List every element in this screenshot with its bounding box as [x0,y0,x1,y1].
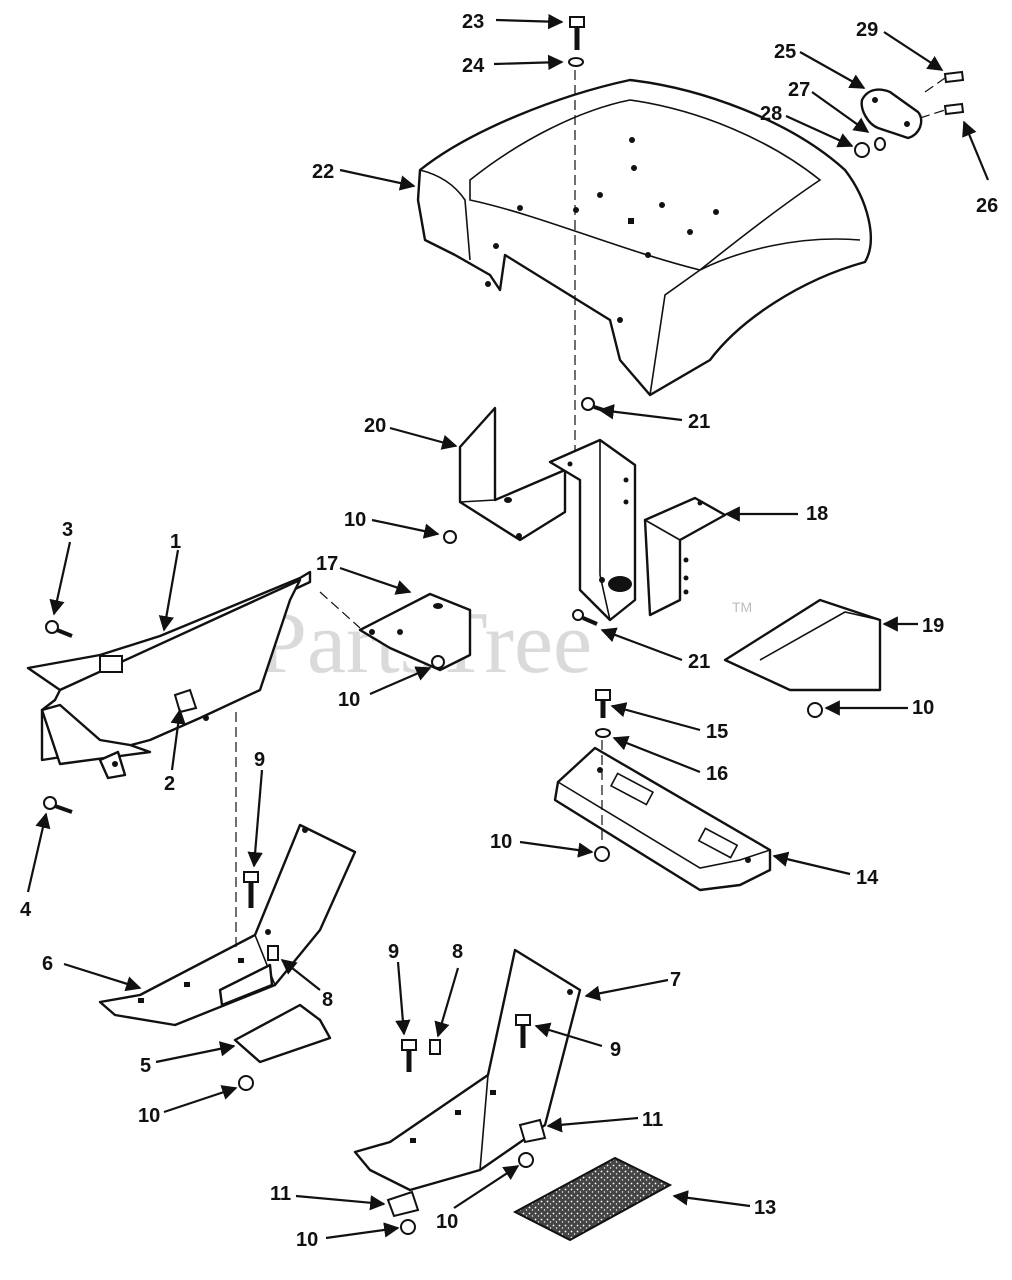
washer-27 [874,137,886,151]
part-7-footrest [353,948,582,1192]
callout-16: 16 [706,763,728,785]
callout-9-right: 9 [610,1039,621,1061]
bolt-29 [943,70,965,84]
callout-5: 5 [140,1055,151,1077]
nut-10-right [807,702,823,718]
watermark-tm: TM [732,599,752,615]
nut-10-mid [431,655,445,669]
callout-20: 20 [364,415,386,437]
callout-3: 3 [62,519,73,541]
bolt-21-lower [572,609,598,626]
callout-10-upper: 10 [344,509,366,531]
part-22-seat-pan [416,78,872,397]
part-center-bracket [548,438,637,622]
callout-10-right: 10 [912,697,934,719]
part-17-bracket [358,592,472,672]
callout-10-rail: 10 [490,831,512,853]
callout-15: 15 [706,721,728,743]
callout-26: 26 [976,195,998,217]
callout-10-foot-right: 10 [436,1211,458,1233]
callout-13: 13 [754,1197,776,1219]
guide-line [919,109,946,119]
callout-6: 6 [42,953,53,975]
callout-10-left: 10 [138,1105,160,1127]
part-14-rail [553,746,772,892]
bolt-9-left [243,871,259,908]
part-20-bracket [458,406,567,542]
callout-22: 22 [312,161,334,183]
bolt-9-right [515,1014,531,1048]
nut-10-left [238,1075,254,1091]
bolt-23 [569,16,585,50]
callout-labels: 23 24 29 25 27 28 26 22 21 20 18 10 3 1 … [20,11,998,1251]
bolt-26 [943,102,965,116]
part-5-bracket [233,1003,332,1064]
callout-1: 1 [170,531,181,553]
callout-19: 19 [922,615,944,637]
callout-24: 24 [462,55,485,77]
washer-24 [568,57,584,67]
callout-27: 27 [788,79,810,101]
bolt-4 [43,796,73,814]
callout-10-mid: 10 [338,689,360,711]
bolt-9-mid [401,1039,417,1072]
callout-9-mid: 9 [388,941,399,963]
callout-17: 17 [316,553,338,575]
callout-28: 28 [760,103,782,125]
callout-23: 23 [462,11,484,33]
clip-11-left [386,1190,420,1218]
bolt-3 [45,620,73,638]
callout-29: 29 [856,19,878,41]
callout-21-lower: 21 [688,651,710,673]
bolt-15 [595,689,611,718]
callout-11-right: 11 [642,1109,663,1131]
nut-10-foot-left [400,1219,416,1235]
guide-line [924,77,946,93]
nut-28 [854,142,870,158]
callout-8-right: 8 [452,941,463,963]
callout-arrows [26,13,990,1240]
callout-9-upper: 9 [254,749,265,771]
clip-8-right [429,1039,441,1055]
washer-16 [595,728,611,738]
callout-10-foot-left: 10 [296,1229,318,1251]
part-6-footrest [98,823,357,1027]
part-19-cover [723,598,882,692]
callout-21-upper: 21 [688,411,710,433]
part-25-plate [860,88,923,140]
callout-14: 14 [856,867,879,889]
clip-8-left [267,945,279,961]
nut-10-rail [594,846,610,862]
nut-10-foot-right [518,1152,534,1168]
callout-7: 7 [670,969,681,991]
guide-line [319,591,361,629]
part-13-mat [512,1156,673,1242]
callout-18: 18 [806,503,828,525]
callout-4: 4 [20,899,32,921]
callout-25: 25 [774,41,796,63]
clip-11-right [518,1118,547,1144]
part-18-bracket [643,496,727,617]
part-2-bumper [173,688,198,714]
callout-8-left: 8 [322,989,333,1011]
callout-2: 2 [164,773,175,795]
callout-11-left: 11 [270,1183,291,1205]
part-1-support [26,570,312,780]
nut-10-upper [443,530,457,544]
